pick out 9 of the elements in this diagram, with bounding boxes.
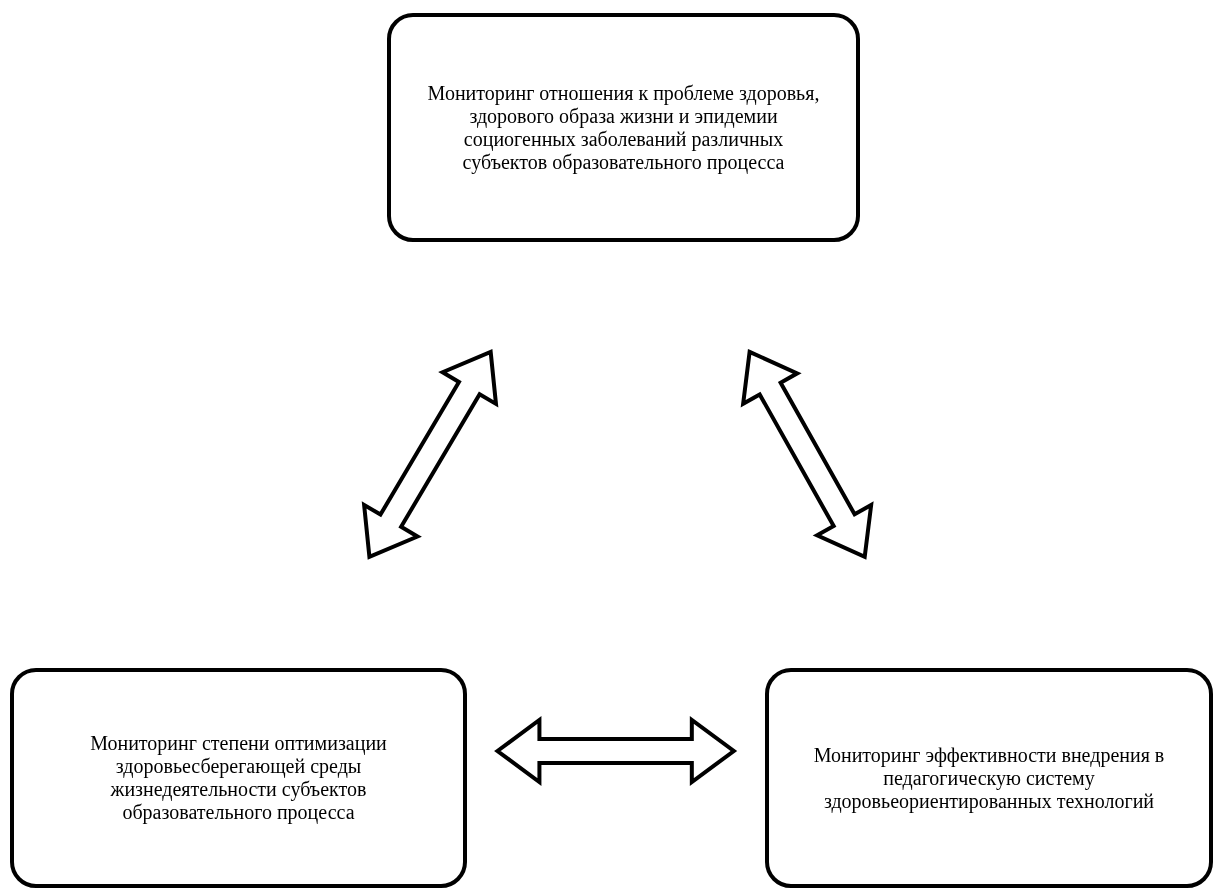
box-text: Мониторинг отношения к проблеме здоровья, здорового образа жизни и эпидемии социогенных заболеваний различных субъектов образовательного процесса: [426, 81, 821, 174]
double-block-arrow: [361, 349, 499, 560]
box-text: Мониторинг эффективности внедрения в педагогическую систему здоровьеориентированных технологий: [812, 743, 1166, 813]
process-box: [765, 668, 1213, 888]
process-box: [387, 13, 860, 242]
box-text: Мониторинг степени оптимизации здоровьесберегающей среды жизнедеятельности субъектов образовательного процесса: [89, 732, 388, 824]
double-block-arrow: [740, 349, 874, 560]
process-box: [10, 668, 467, 888]
double-block-arrow: [494, 716, 738, 786]
